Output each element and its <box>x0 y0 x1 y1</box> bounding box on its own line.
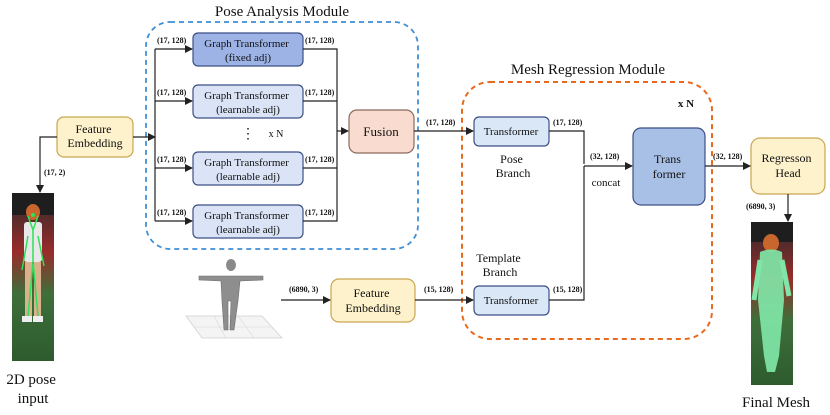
dim-gt-learnable-3-out: (17, 128) <box>305 208 335 217</box>
dim-gt-learnable-1-in: (17, 128) <box>157 88 187 97</box>
input-caption-line-2: input <box>18 391 50 407</box>
trans-former-block: Trans former <box>632 127 706 206</box>
pose-analysis-module-frame <box>145 21 419 250</box>
template-mesh-image <box>185 259 283 339</box>
fusion-block: Fusion <box>348 109 415 154</box>
regression-head-block: Regresson Head <box>750 137 826 195</box>
graph-transformer-learnable-block-1: Graph Transformer (learnable adj) <box>192 84 304 119</box>
gt-learnable-3-line-2: (learnable adj) <box>216 224 280 236</box>
svg-text:Graph Transformer (learn: Graph Transformer (learnable adj) <box>204 157 291 183</box>
pose-branch-label: Pose Branch <box>496 152 531 180</box>
connectors <box>36 45 792 304</box>
svg-text:Graph Transformer (learn: Graph Transformer (learnable adj) <box>204 210 291 236</box>
svg-text:Graph Transformer (fixed: Graph Transformer (fixed adj) <box>204 38 291 64</box>
pose-analysis-module-title: Pose Analysis Module <box>215 4 350 20</box>
trans-former-line-1: Trans <box>654 152 681 166</box>
template-transformer-label: Transformer <box>484 295 539 307</box>
dim-gt-learnable-1-out: (17, 128) <box>305 88 335 97</box>
gt-fixed-line-2: (fixed adj) <box>225 52 271 64</box>
dim-template-embed-out: (15, 128) <box>424 285 454 294</box>
pose-transformer-label: Transformer <box>484 126 539 138</box>
gt-learnable-1-line-1: Graph Transformer <box>204 90 289 102</box>
template-branch-label: Template Branch <box>476 251 523 279</box>
gt-learnable-3-line-1: Graph Transformer <box>204 210 289 222</box>
graph-stack-ellipsis: ⋮ <box>241 127 255 142</box>
svg-text:Regresson Head: Regresson Head <box>762 151 815 180</box>
pose-transformer-block: Transformer <box>473 116 550 147</box>
pose-branch-line-1: Pose <box>500 152 523 166</box>
template-transformer-block: Transformer <box>473 285 550 316</box>
graph-repeat-label: x N <box>269 129 284 140</box>
final-mesh-image <box>751 222 793 385</box>
svg-text:Graph Transformer (learn: Graph Transformer (learnable adj) <box>204 90 291 116</box>
regression-head-line-2: Head <box>775 166 800 180</box>
dim-gt-fixed-out: (17, 128) <box>305 36 335 45</box>
dim-pose-transformer-out: (17, 128) <box>553 118 583 127</box>
gt-fixed-line-1: Graph Transformer <box>204 38 289 50</box>
input-caption-line-1: 2D pose <box>6 372 56 388</box>
pose-branch-to-concat <box>549 130 585 164</box>
pose-branch-line-2: Branch <box>496 166 531 180</box>
feature-embedding-top-line-2: Embedding <box>67 136 122 150</box>
input-caption: 2D pose input <box>6 372 59 407</box>
regression-head-line-1: Regresson <box>762 151 812 165</box>
mesh-regression-module-frame <box>461 81 713 340</box>
graph-transformer-learnable-block-2: Graph Transformer (learnable adj) <box>192 151 304 186</box>
input-pose-image <box>12 193 54 361</box>
dim-trans-former-out: (32, 128) <box>713 152 743 161</box>
dim-gt-learnable-2-out: (17, 128) <box>305 155 335 164</box>
feature-embedding-bottom-block: Feature Embedding <box>330 278 416 323</box>
dim-gt-learnable-2-in: (17, 128) <box>157 155 187 164</box>
dim-concat: (32, 128) <box>590 152 620 161</box>
output-caption: Final Mesh <box>742 395 810 411</box>
gt-learnable-2-line-2: (learnable adj) <box>216 171 280 183</box>
svg-text:Feature Embedding: Feature Embedding <box>67 122 122 150</box>
template-branch-line-1: Template <box>476 251 520 265</box>
feature-embedding-bottom-line-1: Feature <box>354 286 390 300</box>
mesh-regression-module-title: Mesh Regression Module <box>511 62 665 78</box>
svg-text:Feature Embedding: Feature Embedding <box>345 286 400 315</box>
dim-fusion-out: (17, 128) <box>426 118 456 127</box>
fusion-label: Fusion <box>363 124 399 139</box>
feature-embedding-top-block: Feature Embedding <box>56 116 134 158</box>
merge-bus <box>303 48 338 222</box>
gt-learnable-2-line-1: Graph Transformer <box>204 157 289 169</box>
trans-former-line-2: former <box>653 167 686 181</box>
dim-gt-fixed-in: (17, 128) <box>157 36 187 45</box>
arrow-embed-to-input-image <box>36 136 57 193</box>
dim-mesh-out: (6890, 3) <box>746 202 776 211</box>
concat-label: concat <box>592 177 621 189</box>
dim-gt-learnable-3-in: (17, 128) <box>157 208 187 217</box>
graph-transformer-learnable-block-3: Graph Transformer (learnable adj) <box>192 204 304 239</box>
template-branch-line-2: Branch <box>483 265 518 279</box>
template-branch-to-concat <box>549 166 585 301</box>
dim-input: (17, 2) <box>44 168 66 177</box>
graph-transformer-fixed-block: Graph Transformer (fixed adj) <box>192 32 304 67</box>
dim-template-in: (6890, 3) <box>289 285 319 294</box>
feature-embedding-bottom-line-2: Embedding <box>345 301 400 315</box>
svg-text:Trans former: Trans former <box>653 152 686 181</box>
gt-learnable-1-line-2: (learnable adj) <box>216 104 280 116</box>
dim-template-transformer-out: (15, 128) <box>553 285 583 294</box>
dimension-labels: (17, 2) (17, 128) (17, 128) (17, 128) (1… <box>44 36 776 294</box>
mesh-repeat-label: x N <box>678 98 694 110</box>
feature-embedding-top-line-1: Feature <box>76 122 112 136</box>
